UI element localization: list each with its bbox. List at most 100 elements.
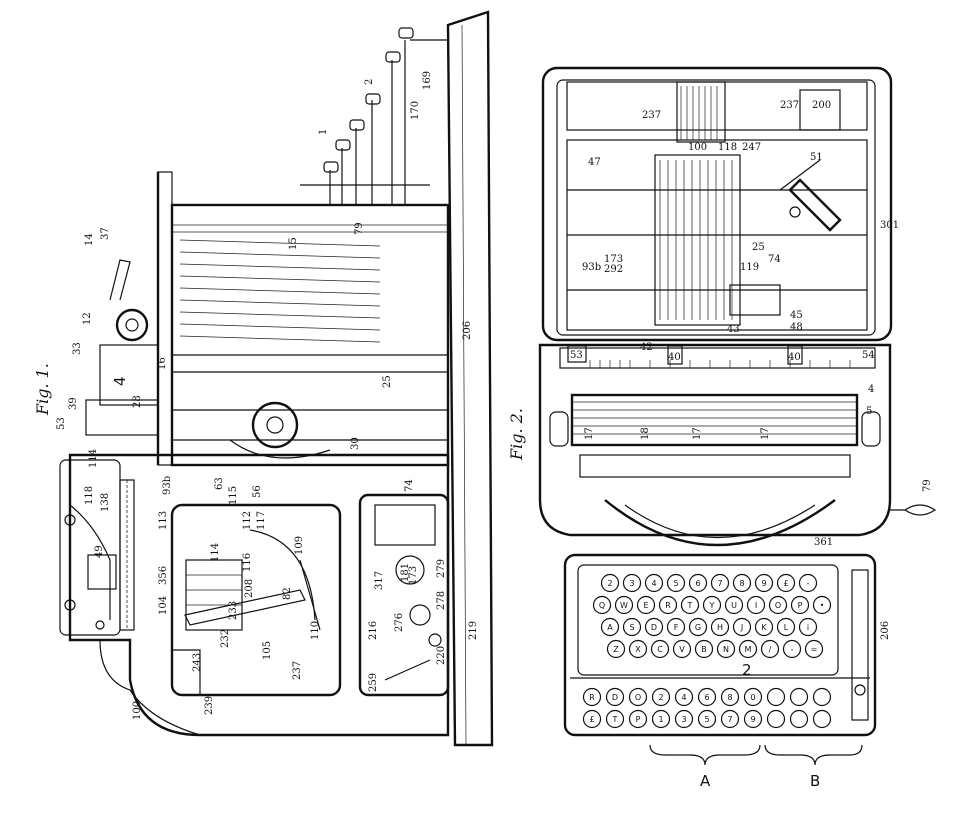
key-label: V [679, 645, 685, 654]
label-25: 25 [382, 375, 393, 388]
label-100: 100 [132, 701, 143, 720]
key-label: 0 [750, 693, 755, 702]
key-cap [790, 595, 810, 615]
label-232: 232 [220, 629, 231, 648]
key-cap [776, 573, 796, 593]
label-170: 170 [410, 101, 421, 120]
key-cap [782, 639, 802, 659]
fig1-pawl-259 [384, 659, 431, 681]
key-label: 4 [681, 693, 686, 702]
fig1-pivot-b [64, 599, 76, 611]
label-109: 109 [294, 536, 305, 555]
key-cap [798, 617, 818, 637]
key-label: 2 [607, 579, 612, 588]
fig2-label-2: 2 [742, 661, 752, 679]
label-16: 16 [157, 357, 168, 370]
key-label: • [820, 601, 825, 610]
key-cap [605, 687, 625, 707]
label-216: 216 [368, 621, 379, 640]
key-cap [636, 595, 656, 615]
label-237: 237 [292, 661, 303, 680]
key-label: 8 [739, 579, 744, 588]
key-label: B [701, 645, 707, 654]
key-label: L [784, 623, 789, 632]
label-28: 28 [132, 395, 143, 408]
fig2-caption: Fig. 2. [507, 408, 526, 461]
fig2-counter-block-100 [676, 81, 726, 143]
figure-2: Fig. 2. [507, 66, 937, 790]
key-cap [688, 573, 708, 593]
key-cap [651, 709, 671, 729]
key-label: - [791, 645, 794, 654]
fig2-label-301: 301 [880, 220, 899, 231]
key-label: Y [709, 601, 715, 610]
label-53: 53 [56, 417, 67, 430]
key-cap [710, 617, 730, 637]
key-label: Q [599, 601, 605, 610]
fig2-platen-knob-right [861, 411, 881, 447]
key-label: 9 [750, 715, 755, 724]
fig2-label-42: 42 [640, 342, 653, 353]
fig2-keyboard-base [563, 553, 877, 737]
label-110: 110 [310, 621, 321, 640]
label-49: 49 [94, 545, 105, 558]
key-cap [674, 687, 694, 707]
fig2-platen [570, 393, 859, 447]
key-label: F [674, 623, 679, 632]
key-label: O [775, 601, 781, 610]
key-label: 3 [681, 715, 686, 724]
fig2-type-basket-inner [624, 504, 816, 538]
fig2-brace-a [649, 744, 761, 766]
fig2-stop-53 [567, 345, 587, 363]
key-label: - [807, 579, 810, 588]
label-220: 220 [436, 646, 447, 665]
label-138: 138 [100, 493, 111, 512]
fig2-label-5: 5 [866, 406, 872, 417]
key-label: 2 [658, 693, 663, 702]
key-cap [702, 595, 722, 615]
fig2-carriage-body [538, 343, 892, 537]
label-169: 169 [422, 71, 433, 90]
label-239: 239 [204, 696, 215, 715]
fig1-base-243 [172, 649, 201, 695]
key-cap [600, 573, 620, 593]
fig2-block-45 [729, 284, 781, 316]
key-label: X [635, 645, 641, 654]
key-label: P [636, 715, 641, 724]
fig1-caption: Fig. 1. [33, 363, 52, 416]
key-label: U [731, 601, 737, 610]
label-4: 4 [111, 376, 129, 386]
fig2-label-247: 247 [742, 142, 761, 153]
fig2-label-17c: 17 [760, 427, 771, 440]
fig1-gear-181 [395, 555, 425, 585]
label-113: 113 [158, 511, 169, 530]
label-116: 116 [242, 553, 253, 572]
key-label: 7 [717, 579, 722, 588]
label-115: 115 [228, 486, 239, 505]
key-label: G [695, 623, 701, 632]
key-label: D [651, 623, 657, 632]
key-label: 5 [673, 579, 678, 588]
fig1-ratchet-arc [229, 439, 331, 459]
fig2-scale-ticks [589, 360, 851, 368]
label-2: 2 [364, 79, 375, 85]
key-label: 5 [704, 715, 709, 724]
fig2-label-173: 173 [604, 254, 623, 265]
key-cap [720, 709, 740, 729]
key-cap [697, 687, 717, 707]
key-label: 4 [651, 579, 656, 588]
fig2-handle-79 [890, 504, 937, 516]
key-cap [697, 709, 717, 729]
key-label: / [769, 645, 772, 654]
fig2-label-93b: 93b [582, 262, 601, 273]
fig2-counter-stripes [680, 86, 718, 140]
fig2-knob-206 [854, 684, 866, 696]
label-14: 14 [84, 233, 95, 246]
key-label: M [745, 645, 752, 654]
key-cap [789, 709, 809, 729]
fig1-rack [119, 479, 135, 631]
fig2-type-basket [604, 499, 836, 547]
fig2-label-100: 100 [688, 142, 707, 153]
